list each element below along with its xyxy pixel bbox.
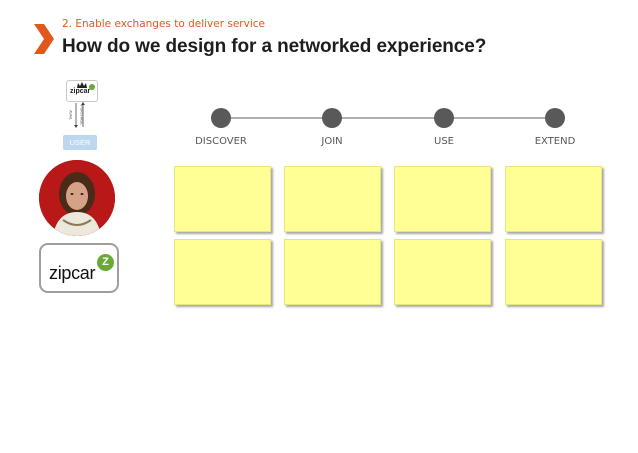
sticky-note-use-1[interactable] bbox=[394, 166, 491, 232]
section-subtitle: 2. Enable exchanges to deliver service bbox=[62, 18, 265, 30]
avatar-photo bbox=[39, 160, 115, 236]
brand-name: zipcar bbox=[49, 263, 96, 283]
sticky-note-extend-2[interactable] bbox=[505, 239, 602, 305]
chevron-right-icon bbox=[34, 24, 54, 54]
sticky-note-use-2[interactable] bbox=[394, 239, 491, 305]
user-label: USER bbox=[63, 135, 97, 150]
page-title: How do we design for a networked experie… bbox=[62, 36, 487, 57]
avatar bbox=[39, 160, 115, 236]
stage-label-discover: DISCOVER bbox=[195, 136, 247, 147]
sticky-note-discover-1[interactable] bbox=[174, 166, 271, 232]
mini-zipcar-logo: zipcar bbox=[66, 80, 98, 102]
zipcar-brand-card: zipcar Z bbox=[39, 243, 119, 293]
sticky-note-join-1[interactable] bbox=[284, 166, 381, 232]
zipcar-badge-icon: Z bbox=[97, 254, 114, 271]
zipcar-badge-icon bbox=[89, 84, 95, 90]
stage-dot-discover bbox=[211, 108, 231, 128]
stage-dot-use bbox=[434, 108, 454, 128]
mini-logo-text: zipcar bbox=[70, 88, 91, 95]
stage-label-join: JOIN bbox=[321, 136, 343, 147]
stage-dot-extend bbox=[545, 108, 565, 128]
crown-icon bbox=[77, 82, 87, 88]
up-down-arrows-icon bbox=[74, 102, 85, 128]
sticky-note-join-2[interactable] bbox=[284, 239, 381, 305]
stage-label-extend: EXTEND bbox=[534, 136, 576, 147]
stage-label-use: USE bbox=[434, 136, 454, 147]
sticky-note-discover-2[interactable] bbox=[174, 239, 271, 305]
stage-dot-join bbox=[322, 108, 342, 128]
sticky-note-extend-1[interactable] bbox=[505, 166, 602, 232]
